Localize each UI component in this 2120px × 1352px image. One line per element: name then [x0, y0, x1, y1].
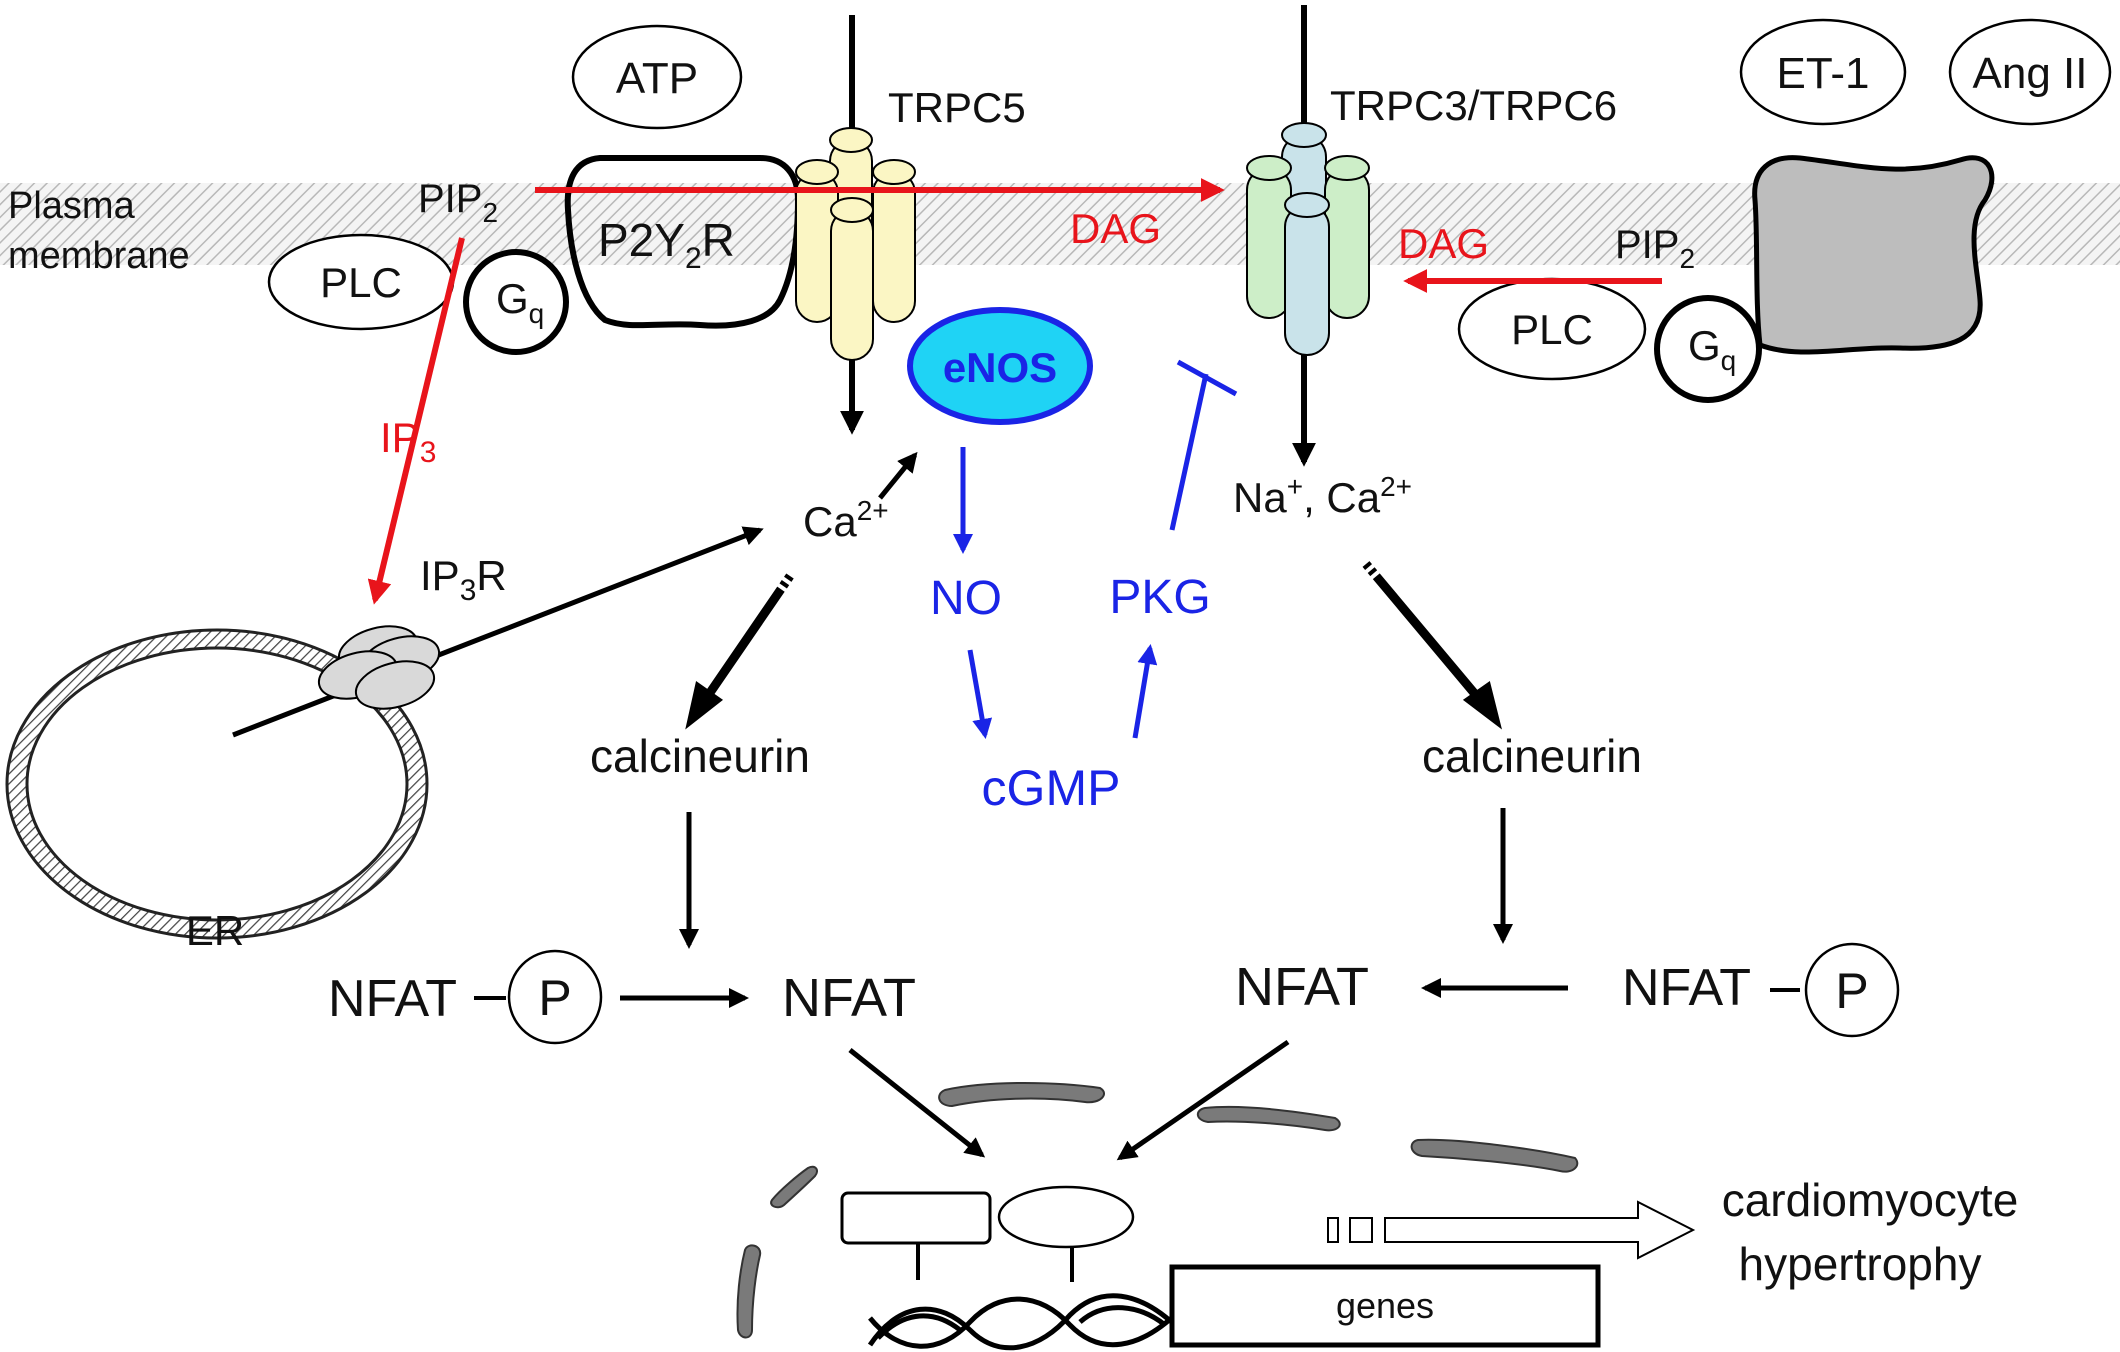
nuclear-envelope [736, 1082, 1579, 1339]
pkg-inhibition [1169, 359, 1238, 531]
gq-right: Gq [1654, 295, 1762, 403]
plasma-label: Plasma [8, 185, 136, 227]
ip3r-channel [317, 625, 441, 710]
no-to-cgmp-arrow [967, 649, 993, 739]
phosphate-left: P [507, 949, 603, 1045]
svg-text:ET-1: ET-1 [1777, 49, 1870, 98]
ip3r-ca-release-arrow [232, 526, 764, 738]
nfat-cofactor-oval [997, 1185, 1135, 1249]
nfat-p-left-label: NFAT [328, 970, 457, 1028]
ip3-arrow [367, 237, 465, 605]
svg-text:Gq: Gq [1688, 322, 1736, 376]
calcineurin-left-label: calcineurin [590, 730, 810, 782]
transcription-complex [840, 1185, 1135, 1282]
phosphate-right: P [1804, 942, 1900, 1038]
svg-text:Gq: Gq [496, 275, 544, 329]
enos-enzyme: eNOS [907, 307, 1093, 425]
nfat-left-label: NFAT [782, 968, 916, 1028]
ip3-label: IP3 [380, 414, 436, 469]
nfat-left-to-dna-arrow [848, 1048, 986, 1158]
cardiomyocyte-label: cardiomyocyte [1722, 1174, 2019, 1226]
plc-left: PLC [267, 233, 455, 331]
ca-to-calcineurin-right-arrow [1362, 561, 1502, 730]
svg-text:P: P [1835, 963, 1868, 1019]
atp-ligand: ATP [571, 24, 743, 130]
cgmp-label: cGMP [982, 760, 1121, 816]
svg-text:PLC: PLC [320, 259, 402, 306]
svg-text:eNOS: eNOS [943, 344, 1057, 391]
nfat-p-right-label: NFAT [1622, 959, 1751, 1017]
trpc3-trpc6-label: TRPC3/TRPC6 [1330, 82, 1617, 129]
angii-ligand: Ang II [1948, 18, 2112, 126]
ca-to-enos-arrow [878, 451, 918, 500]
pip2-right-label: PIP2 [1615, 223, 1695, 274]
hypertrophy-label: hypertrophy [1739, 1238, 1982, 1290]
ip3r-label: IP3R [420, 552, 507, 607]
ca-to-calcineurin-left-arrow [685, 573, 794, 730]
na-ca-right-label: Na+, Ca2+ [1233, 471, 1412, 521]
genes-box: genes [1169, 1264, 1601, 1348]
pkg-label: PKG [1109, 571, 1210, 624]
dna-helix [867, 1293, 1182, 1351]
hypertrophy-outcome-arrow [1327, 1200, 1696, 1260]
trpc5-label: TRPC5 [888, 84, 1026, 131]
ca-left-label: Ca2+ [803, 495, 889, 545]
dag-right-label: DAG [1398, 220, 1489, 267]
svg-text:Ang II: Ang II [1973, 49, 2088, 98]
et1-ligand: ET-1 [1739, 18, 1907, 126]
er-label: ER [186, 907, 244, 954]
trpc3-trpc6-channel [1246, 5, 1370, 467]
p2y2r-label: P2Y2R [598, 214, 735, 275]
nfat-right-label: NFAT [1235, 957, 1369, 1017]
cgmp-to-pkg-arrow [1132, 644, 1158, 739]
transcription-factor-box [840, 1191, 992, 1245]
no-label: NO [930, 572, 1002, 625]
plc-right: PLC [1457, 277, 1647, 381]
svg-text:PLC: PLC [1511, 306, 1593, 353]
dag-left-label: DAG [1070, 205, 1161, 252]
gray-gpcr-receptor [1752, 155, 1995, 355]
svg-text:P: P [538, 970, 571, 1026]
nfat-right-to-dna-arrow [1116, 1039, 1290, 1161]
gq-left: Gq [463, 249, 569, 355]
svg-text:genes: genes [1336, 1285, 1434, 1326]
pip2-left-label: PIP2 [418, 177, 498, 228]
trpc5-channel [795, 15, 916, 435]
membrane-label: membrane [8, 235, 190, 277]
svg-text:ATP: ATP [616, 54, 698, 103]
calcineurin-right-label: calcineurin [1422, 730, 1642, 782]
